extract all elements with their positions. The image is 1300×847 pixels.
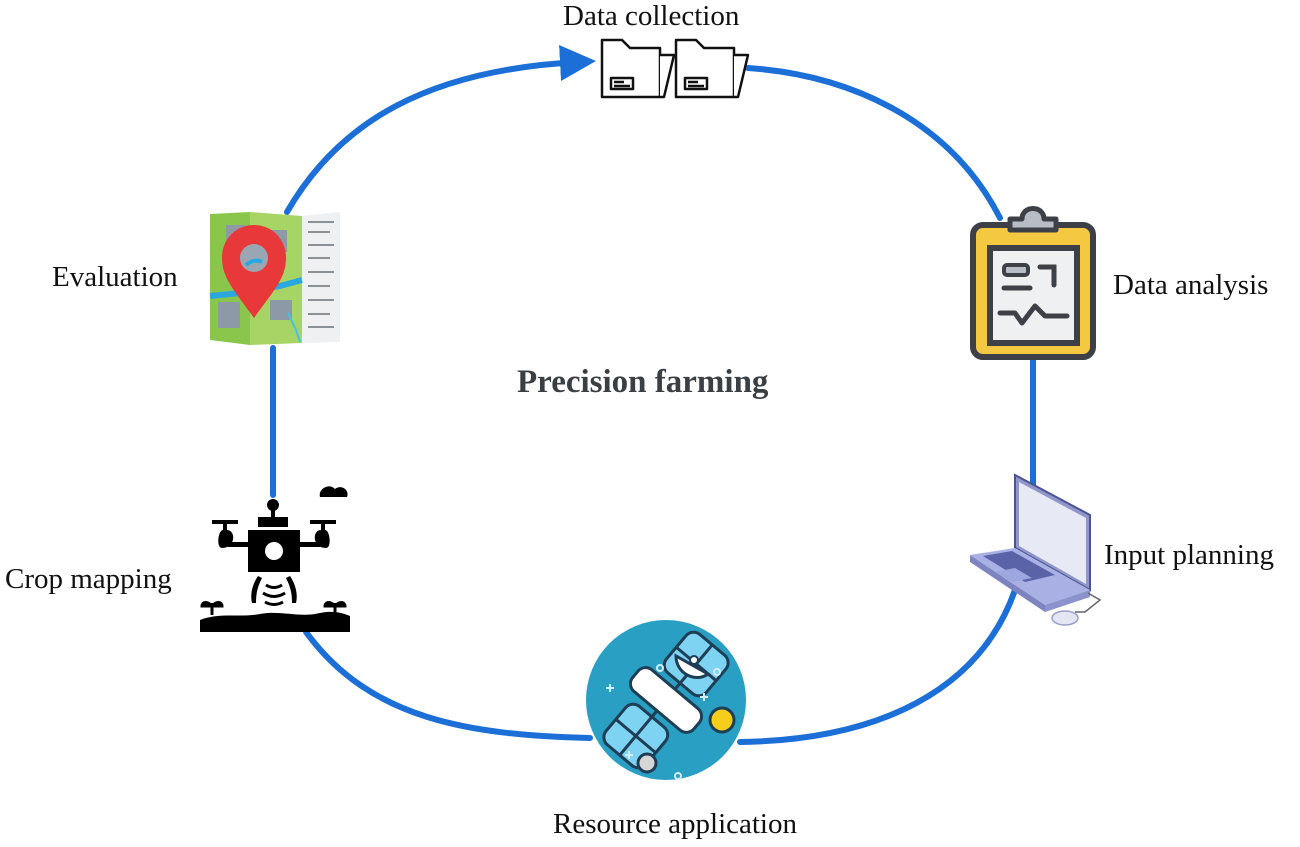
drone-icon (200, 486, 350, 632)
clipboard-chart-icon (970, 206, 1096, 360)
connector-data-collection-to-data-analysis (745, 65, 1003, 221)
stage-label-crop-mapping: Crop mapping (5, 563, 172, 595)
laptop-icon (970, 473, 1102, 626)
folders-icon (600, 38, 750, 99)
stage-label-input-planning: Input planning (1104, 539, 1274, 571)
stage-label-data-collection: Data collection (563, 0, 740, 32)
stage-label-resource-application: Resource application (553, 808, 797, 840)
stage-label-data-analysis: Data analysis (1113, 269, 1269, 301)
satellite-icon (586, 620, 746, 780)
connector-resource-application-to-crop-mapping (303, 629, 593, 741)
connector-input-planning-to-resource-application (737, 587, 1018, 745)
map-pin-icon (209, 212, 340, 345)
diagram-title: Precision farming (517, 364, 769, 400)
connector-evaluation-to-data-collection (284, 45, 596, 215)
stage-label-evaluation: Evaluation (52, 261, 178, 293)
cycle-path (270, 45, 1036, 745)
